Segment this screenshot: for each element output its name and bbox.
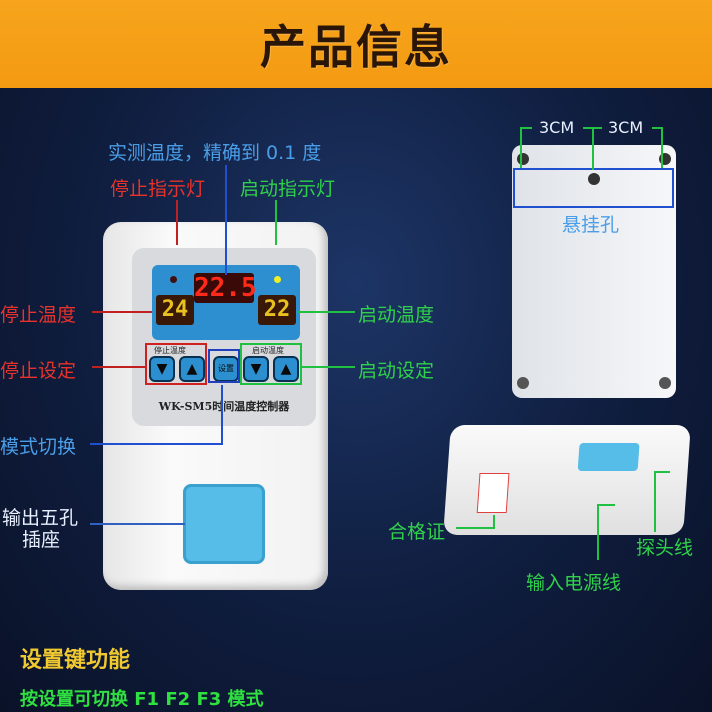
outlet-label-2: 插座 xyxy=(22,529,61,551)
certificate-label: 合格证 xyxy=(388,521,446,543)
start-temp-label: 启动温度 xyxy=(358,304,435,326)
start-down-button[interactable]: ▼ xyxy=(243,356,269,382)
display: 22.5 24 22 xyxy=(152,265,300,340)
start-group-label: 启动温度 xyxy=(252,346,284,355)
control-panel: 22.5 24 22 停止温度 启动温度 ▼ ▲ 设置 ▼ ▲ WK-SM5时间… xyxy=(132,248,316,426)
stop-temp-display: 24 xyxy=(156,295,194,325)
hang-hole xyxy=(588,173,600,185)
stop-up-button[interactable]: ▲ xyxy=(179,356,205,382)
notes-text: 按设置可切换 F1 F2 F3 模式 xyxy=(20,689,264,710)
power-label: 输入电源线 xyxy=(526,572,622,594)
measured-temp-label: 实测温度，精确到 0.1 度 xyxy=(108,142,322,164)
stop-set-label: 停止设定 xyxy=(0,360,77,382)
five-hole-socket xyxy=(183,484,265,564)
probe-label: 探头线 xyxy=(636,537,694,559)
mode-switch-label: 模式切换 xyxy=(0,436,77,458)
start-up-button[interactable]: ▲ xyxy=(273,356,299,382)
header-banner: 产品信息 xyxy=(0,0,712,88)
stop-indicator-led xyxy=(170,276,177,283)
model-label: WK-SM5时间温度控制器 xyxy=(158,400,290,413)
stop-light-label: 停止指示灯 xyxy=(110,178,206,200)
start-temp-display: 22 xyxy=(258,295,296,325)
stop-temp-label: 停止温度 xyxy=(0,304,77,326)
start-light-label: 启动指示灯 xyxy=(240,178,336,200)
stop-group-label: 停止温度 xyxy=(154,346,186,355)
screw-hole xyxy=(659,377,671,389)
screw-hole xyxy=(517,377,529,389)
spacing-right-label: 3CM xyxy=(608,118,644,137)
stop-down-button[interactable]: ▼ xyxy=(149,356,175,382)
start-set-highlight xyxy=(240,343,302,385)
outlet-label-1: 输出五孔 xyxy=(2,507,79,529)
spacing-left-label: 3CM xyxy=(539,118,575,137)
controller-front: 22.5 24 22 停止温度 启动温度 ▼ ▲ 设置 ▼ ▲ WK-SM5时间… xyxy=(103,222,328,590)
mode-highlight xyxy=(208,349,240,383)
start-set-label: 启动设定 xyxy=(358,360,435,382)
hang-holes-label: 悬挂孔 xyxy=(562,214,620,236)
stop-set-highlight xyxy=(145,343,207,385)
page-title: 产品信息 xyxy=(260,20,452,74)
notes-title: 设置键功能 xyxy=(20,648,131,673)
start-indicator-led xyxy=(274,276,281,283)
measured-temp-display: 22.5 xyxy=(194,273,257,303)
